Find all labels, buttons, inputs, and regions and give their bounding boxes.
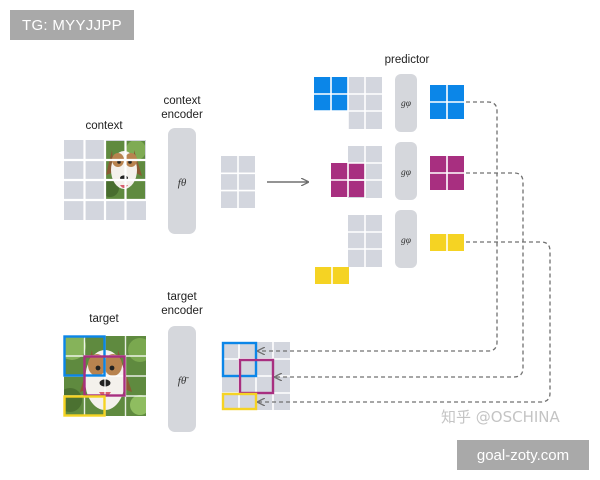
target-image bbox=[58, 332, 152, 416]
context-encoder-label-1: context bbox=[163, 95, 201, 107]
predicted-embedding-magenta bbox=[430, 156, 464, 190]
predicted-embedding-yellow bbox=[430, 234, 464, 251]
predictor-symbol-2: gφ bbox=[401, 168, 411, 178]
tg-watermark: TG: MYYJJPP bbox=[10, 10, 134, 40]
predictor-input-row-1 bbox=[314, 77, 382, 129]
predictor-label: predictor bbox=[385, 54, 430, 66]
predictor-symbol-3: gφ bbox=[401, 236, 411, 246]
context-image bbox=[64, 140, 146, 220]
context-encoder-symbol: fθ bbox=[178, 177, 187, 189]
predictor-symbol-1: gφ bbox=[401, 99, 411, 109]
context-embedding bbox=[221, 156, 255, 208]
target-encoder-label-1: target bbox=[167, 291, 197, 303]
dog-photo-context bbox=[101, 140, 146, 199]
site-watermark: goal-zoty.com bbox=[457, 440, 589, 470]
predicted-embedding-blue bbox=[430, 85, 464, 119]
target-encoder-label-2: encoder bbox=[161, 305, 203, 317]
zhihu-watermark: 知乎 @OSCHINA bbox=[441, 406, 560, 427]
target-label: target bbox=[89, 313, 119, 325]
predictor-input-row-3 bbox=[315, 215, 382, 284]
predictor-input-row-2 bbox=[331, 146, 382, 198]
context-encoder-label-2: encoder bbox=[161, 109, 203, 121]
target-embedding bbox=[222, 342, 290, 410]
connector-magenta bbox=[275, 173, 523, 377]
context-label: context bbox=[85, 120, 123, 132]
